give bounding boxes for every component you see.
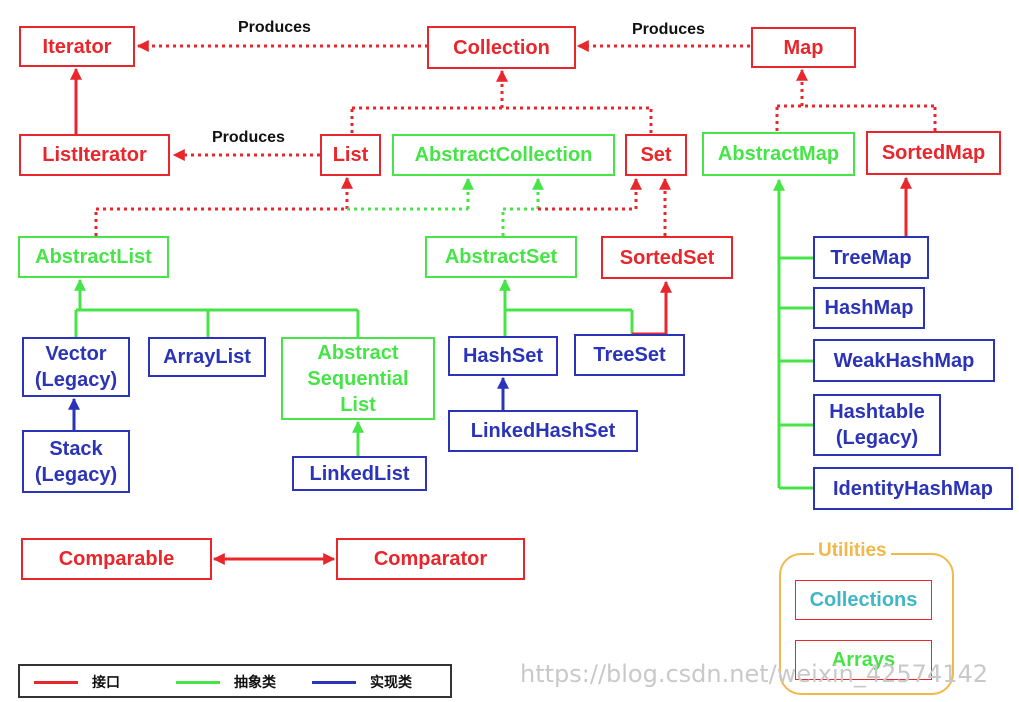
edge-abstractlist-list <box>94 176 353 236</box>
legend: 接口 抽象类 实现类 <box>18 664 452 698</box>
node-linked-list: LinkedList <box>292 456 427 491</box>
node-hash-set: HashSet <box>448 336 558 376</box>
legend-item-implementation: 实现类 <box>312 672 412 692</box>
produces-label: Produces <box>238 19 311 36</box>
node-comparator: Comparator <box>336 538 525 580</box>
node-abstract-map: AbstractMap <box>702 132 855 176</box>
node-hash-map: HashMap <box>813 287 925 329</box>
node-sorted-map: SortedMap <box>866 131 1001 175</box>
produces-label: Produces <box>632 21 705 38</box>
edge-abstractmap-sortedmap-map <box>775 68 937 131</box>
node-sorted-set: SortedSet <box>601 236 733 279</box>
watermark: https://blog.csdn.net/weixin_42574142 <box>520 660 989 688</box>
node-array-list: ArrayList <box>148 337 266 377</box>
node-abstract-set: AbstractSet <box>425 236 577 278</box>
utilities-title: Utilities <box>814 540 891 562</box>
node-map: Map <box>751 27 856 68</box>
node-comparable: Comparable <box>21 538 212 580</box>
edge-list-set-collection <box>350 69 653 133</box>
node-tree-set: TreeSet <box>574 334 685 376</box>
node-weak-hash-map: WeakHashMap <box>813 339 995 382</box>
edge-abstractset-set <box>538 177 642 211</box>
node-abstract-sequential-list: Abstract Sequential List <box>281 337 435 420</box>
node-linked-hash-set: LinkedHashSet <box>448 410 638 452</box>
edge-list-impls-abstractlist <box>74 278 360 337</box>
edge-abstractlist-abstractcollection <box>347 177 474 211</box>
node-abstract-collection: AbstractCollection <box>392 134 615 176</box>
node-arrays: Arrays <box>795 640 932 680</box>
node-list-iterator: ListIterator <box>19 134 170 176</box>
produces-label: Produces <box>212 129 285 146</box>
node-stack: Stack (Legacy) <box>22 430 130 493</box>
edge-treeset-sortedset <box>632 280 672 336</box>
edge-abstractset-abstractcollection <box>501 177 544 236</box>
legend-swatch-interface <box>34 680 78 684</box>
node-identity-hash-map: IdentityHashMap <box>813 467 1013 510</box>
legend-label-implementation: 实现类 <box>370 675 412 691</box>
legend-label-interface: 接口 <box>92 675 120 691</box>
legend-item-interface: 接口 <box>34 672 120 692</box>
edge-map-impls-abstractmap <box>773 178 813 490</box>
legend-item-abstract: 抽象类 <box>176 672 276 692</box>
node-hashtable: Hashtable (Legacy) <box>813 394 941 456</box>
legend-label-abstract: 抽象类 <box>234 675 276 691</box>
node-collection: Collection <box>427 26 576 69</box>
edge-set-impls-abstractset <box>499 278 634 336</box>
node-vector: Vector (Legacy) <box>22 337 130 397</box>
node-set: Set <box>625 134 687 176</box>
node-collections: Collections <box>795 580 932 620</box>
node-iterator: Iterator <box>19 26 135 67</box>
legend-swatch-abstract <box>176 680 220 684</box>
legend-swatch-implementation <box>312 680 356 684</box>
node-list: List <box>320 134 381 176</box>
node-tree-map: TreeMap <box>813 236 929 279</box>
node-abstract-list: AbstractList <box>18 236 169 278</box>
